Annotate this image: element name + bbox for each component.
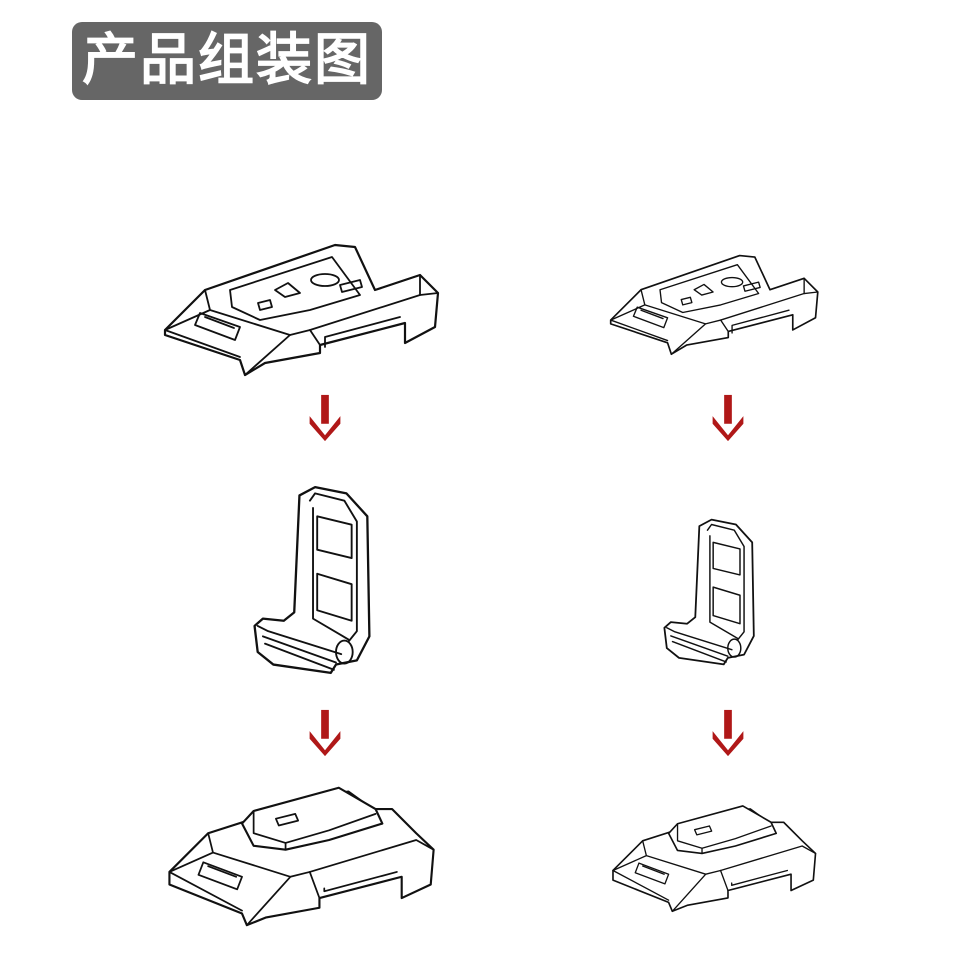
latch-clip-small xyxy=(662,518,757,666)
down-arrow-icon xyxy=(708,708,748,758)
page-title: 产品组装图 xyxy=(82,28,372,93)
latch-clip-large xyxy=(250,485,375,675)
down-arrow-icon xyxy=(305,393,345,443)
rail-base-latch-large xyxy=(160,235,445,380)
down-arrow-icon xyxy=(708,393,748,443)
down-arrow-icon xyxy=(305,708,345,758)
rail-base-latch-small xyxy=(605,248,825,358)
rail-base-cover-small xyxy=(605,800,825,915)
title-badge: 产品组装图 xyxy=(72,22,382,100)
rail-base-cover-large xyxy=(160,780,445,930)
